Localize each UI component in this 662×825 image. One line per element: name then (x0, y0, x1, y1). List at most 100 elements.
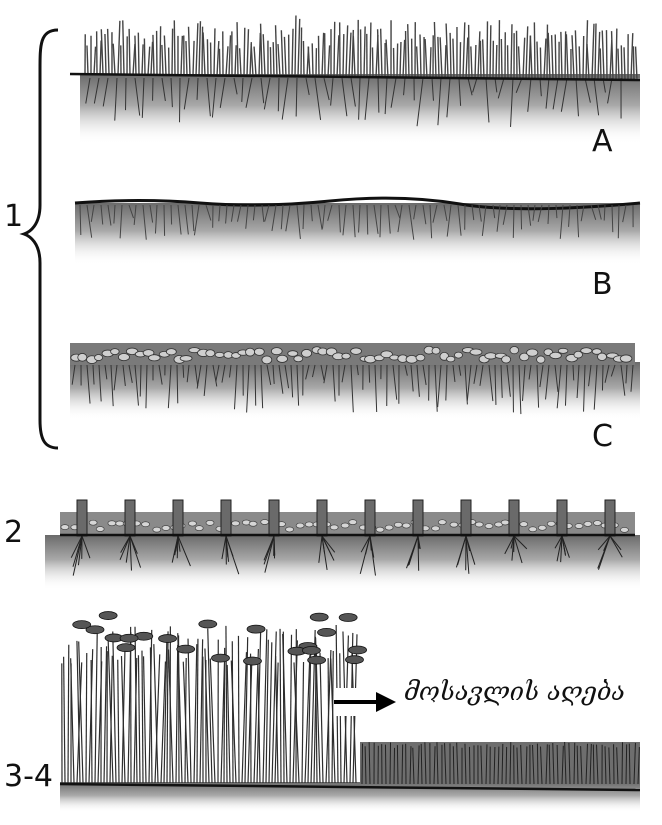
grass-blade (400, 42, 401, 77)
crop-stalk (200, 639, 203, 783)
grass-blade (164, 35, 166, 74)
crop-stalk (231, 661, 236, 783)
crop-stalk (144, 656, 146, 783)
sprout-stem (77, 500, 87, 536)
root (369, 365, 370, 383)
crop-stalk (64, 657, 65, 783)
grain-head (308, 656, 326, 664)
seed-pebble (302, 349, 312, 357)
grass-blade (463, 22, 465, 78)
pebble (61, 525, 69, 530)
pebble (394, 522, 402, 527)
strip-2 (45, 500, 640, 590)
seed-pebble (510, 347, 519, 354)
grass-blade (606, 30, 607, 79)
grass-blade (284, 37, 286, 76)
grass-blade (587, 44, 589, 79)
grass-blade (261, 24, 262, 76)
grass-blade (237, 22, 238, 76)
grass-blade (151, 42, 153, 75)
grass-blade (446, 23, 448, 77)
grain-head (199, 620, 217, 628)
seed-pebble (215, 352, 224, 357)
pebble (206, 520, 214, 525)
crop-stalk (280, 629, 281, 783)
seed-pebble (416, 354, 425, 361)
cut-stalk (402, 744, 403, 784)
root (164, 205, 165, 236)
grain-head (243, 657, 261, 665)
pebble (529, 527, 537, 532)
pebble (349, 520, 357, 525)
seed-pebble (254, 348, 264, 355)
grass-blade (162, 45, 163, 75)
seed-pebble (502, 356, 511, 363)
pebble (432, 526, 440, 531)
grass-blade (138, 33, 139, 75)
seed-pebble (406, 356, 417, 364)
crop-stalk (197, 639, 198, 783)
cut-stalk (397, 745, 398, 784)
crop-stalk (227, 665, 230, 783)
grass-blade (251, 44, 253, 76)
grain-head (120, 634, 138, 642)
grain-head (177, 645, 195, 653)
root (602, 365, 603, 391)
grass-blade (370, 23, 371, 77)
grass-blade (153, 35, 154, 75)
seed-pebble (294, 356, 303, 362)
pebble (330, 525, 338, 530)
sprout-stem (269, 500, 279, 536)
crop-stalk (269, 642, 272, 783)
pebble (108, 521, 116, 526)
seed-pebble (180, 356, 192, 362)
pebble (376, 527, 384, 532)
pebble (286, 527, 294, 532)
grass-blade (450, 33, 451, 78)
seed-pebble (432, 347, 440, 354)
seed-pebble (581, 348, 592, 354)
grass-blade (186, 41, 187, 75)
crop-stalk (86, 653, 87, 783)
grass-blade (475, 45, 476, 78)
grass-blade (337, 35, 339, 76)
pebble (584, 521, 592, 526)
crop-stalk (340, 653, 341, 783)
grass-blade (229, 35, 230, 75)
grass-blade (172, 29, 173, 75)
cut-stalk (593, 745, 594, 784)
root (278, 78, 279, 111)
grass-blade (386, 40, 388, 78)
grass-blade (501, 39, 502, 78)
grass-blade (425, 39, 427, 77)
sprout-stem (413, 500, 423, 536)
grass-blade (552, 35, 553, 79)
grass-blade (534, 22, 535, 78)
cut-stalk (394, 748, 395, 784)
grass-blade (144, 38, 145, 74)
grass-blade (301, 27, 302, 76)
stage-3-4-label: 3-4 (4, 762, 53, 792)
grass-blade (519, 46, 520, 78)
variant-b-label: B (592, 270, 613, 300)
grass-blade (397, 43, 398, 77)
crop-stalk (328, 658, 329, 783)
grass-blade (87, 46, 88, 75)
grass-blade (174, 20, 175, 75)
grass-blade (408, 24, 409, 77)
cut-stalk (390, 742, 391, 784)
grass-blade (259, 33, 260, 76)
crop-stalk (138, 655, 140, 783)
grass-blade (207, 39, 208, 75)
grain-head (310, 613, 328, 621)
grass-blade (548, 33, 550, 79)
crop-stalk (142, 651, 143, 783)
grass-blade (334, 22, 335, 77)
seed-pebble (288, 351, 298, 357)
sprout-stem (317, 500, 327, 536)
seed-pebble (620, 355, 632, 362)
grass-blade (308, 47, 310, 77)
harvest-label: მოსავლის აღება (404, 677, 625, 706)
cut-stalk (626, 744, 627, 784)
seed-pebble (351, 348, 362, 354)
